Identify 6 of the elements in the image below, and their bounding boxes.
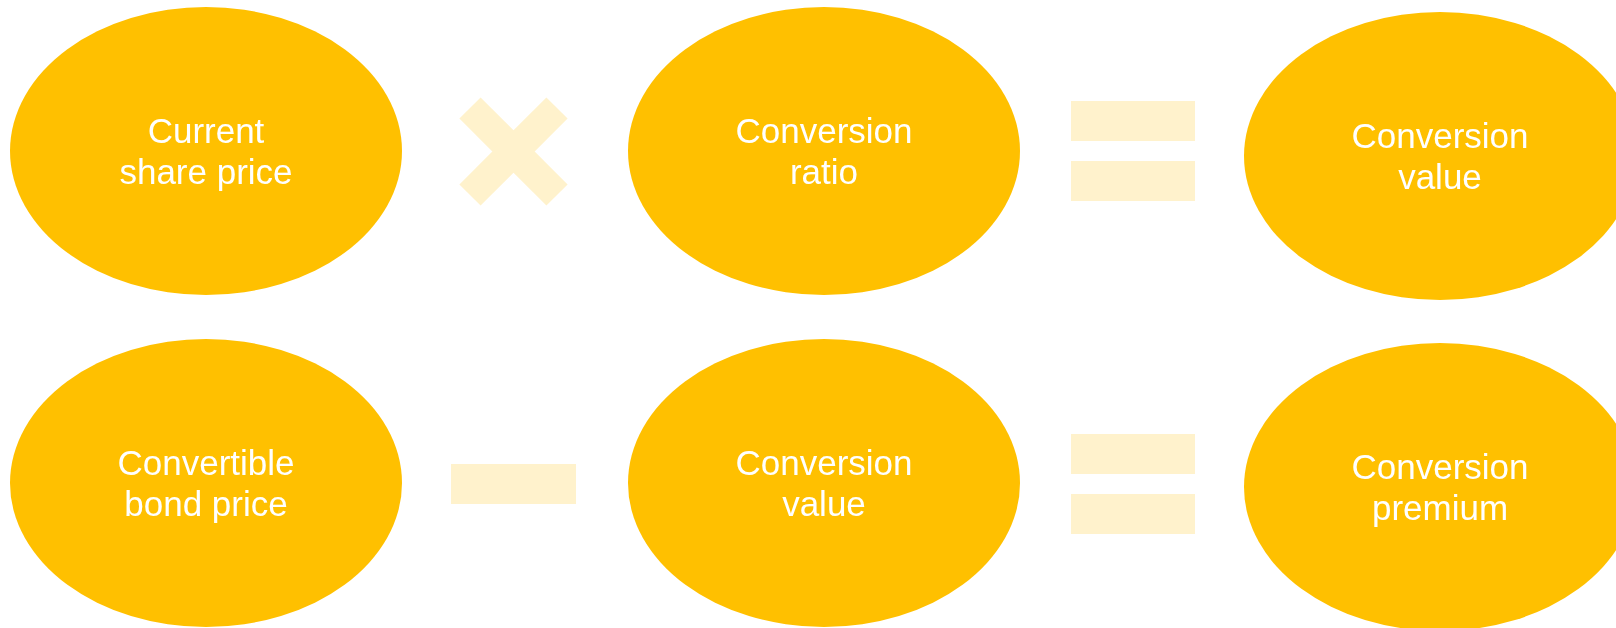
- node-label: Convertible bond price: [116, 441, 296, 525]
- node-label: Current share price: [118, 109, 294, 193]
- node-label: Conversion ratio: [734, 109, 914, 193]
- node-label: Conversion value: [734, 441, 914, 525]
- node-label: Conversion value: [1350, 114, 1530, 198]
- node-label: Conversion premium: [1350, 445, 1530, 529]
